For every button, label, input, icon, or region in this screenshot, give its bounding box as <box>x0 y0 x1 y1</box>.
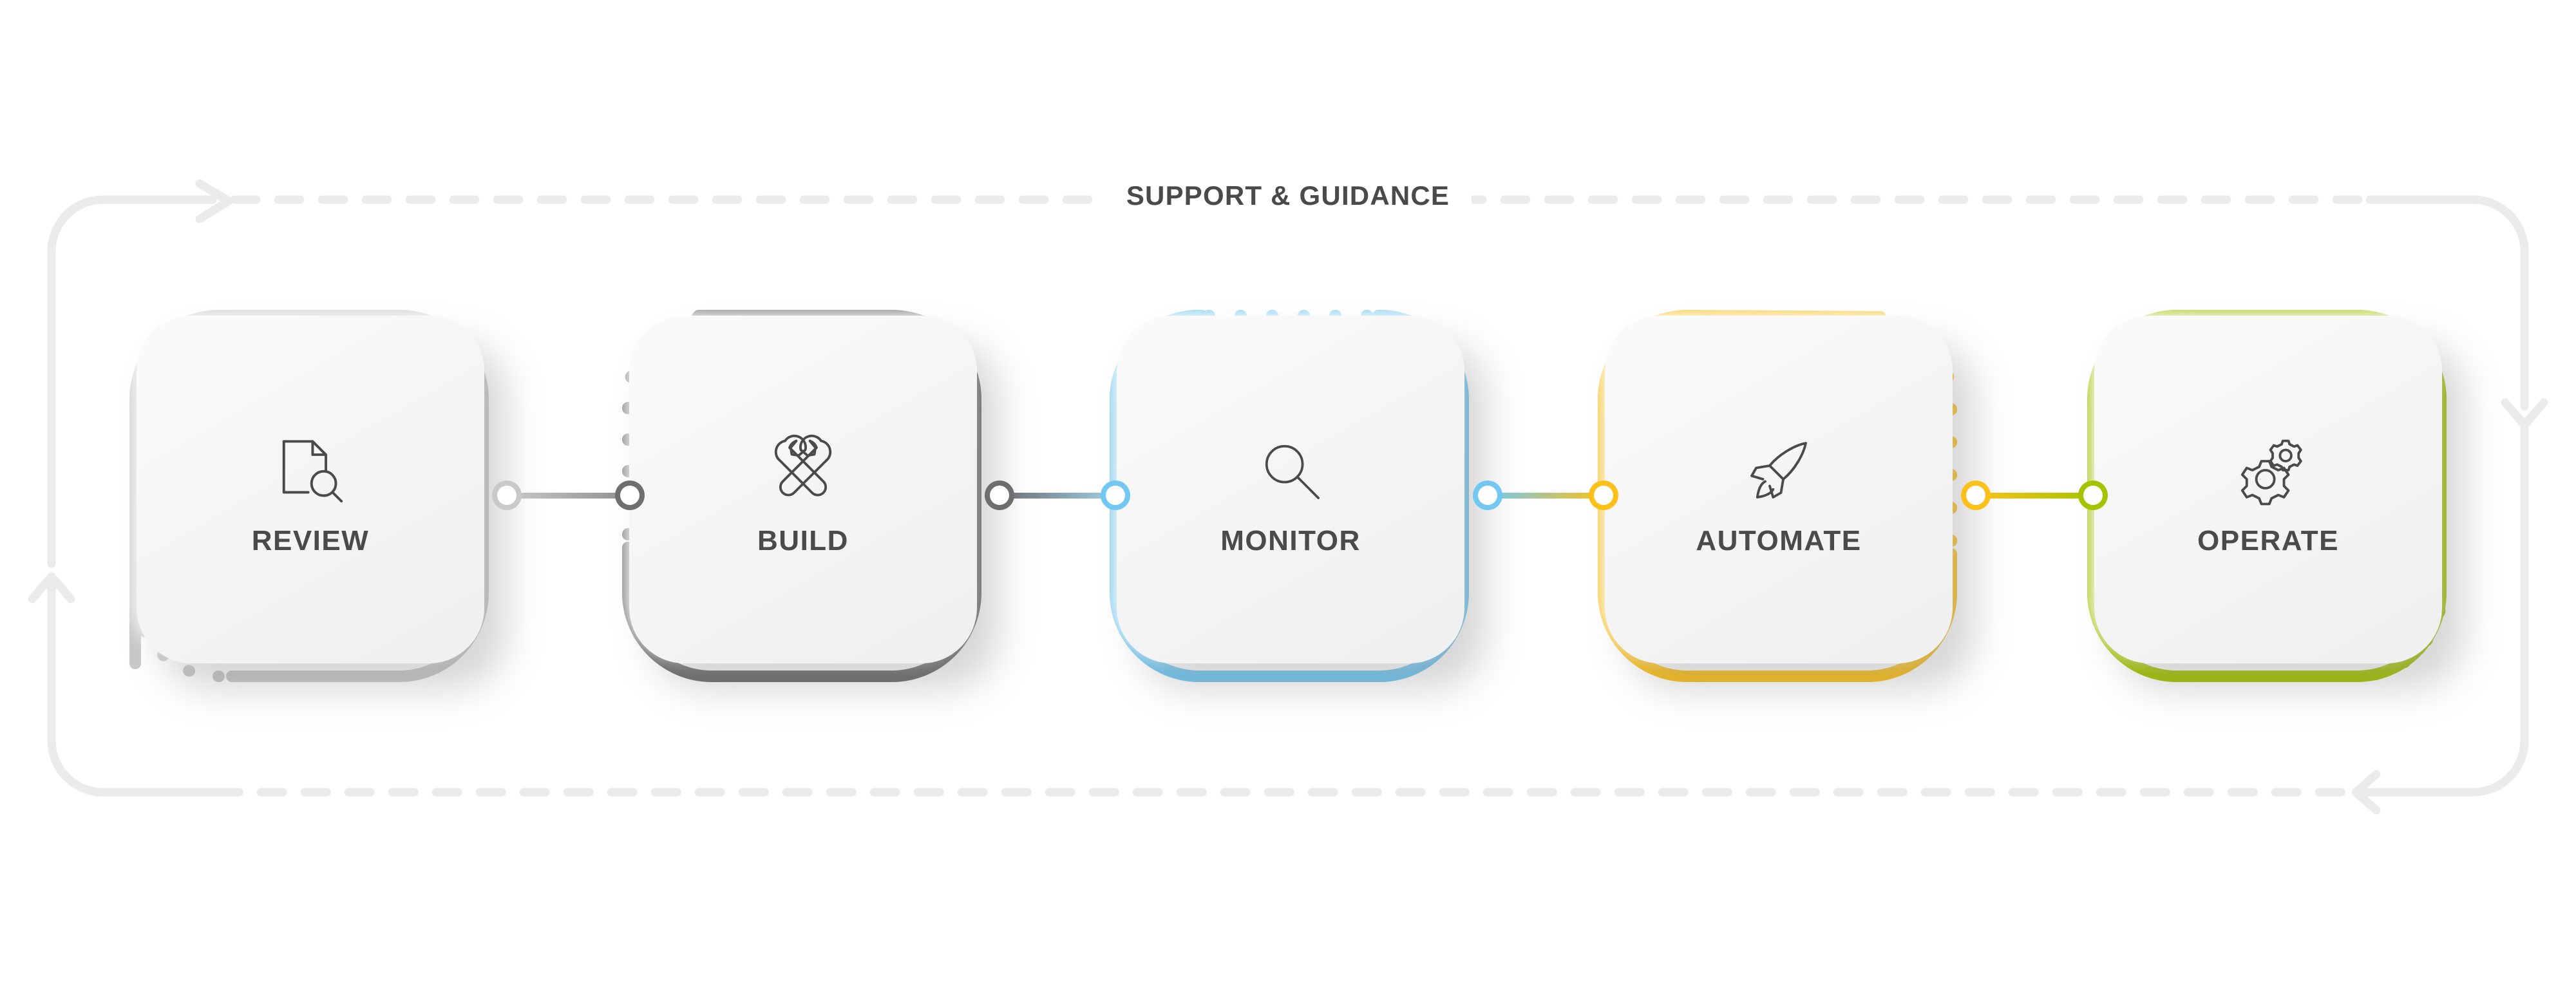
connector-node-left[interactable] <box>1961 480 1991 510</box>
step-tile-monitor[interactable]: MONITOR <box>1117 316 1464 663</box>
loop-title: SUPPORT & GUIDANCE <box>0 180 2576 211</box>
crossed-wrenches-icon <box>748 422 858 518</box>
connector-line <box>999 493 1115 499</box>
step-tile-operate[interactable]: OPERATE <box>2094 316 2442 663</box>
connector-line <box>507 493 630 499</box>
connector-node-right[interactable] <box>2078 480 2108 510</box>
step-review[interactable]: REVIEW <box>97 277 522 715</box>
connector-line <box>1488 493 1604 499</box>
step-monitor[interactable]: MONITOR <box>1077 277 1502 715</box>
step-tile-review[interactable]: REVIEW <box>137 316 484 663</box>
connector-node-left[interactable] <box>492 480 522 510</box>
loop-title-text: SUPPORT & GUIDANCE <box>1104 180 1472 211</box>
step-label-automate: AUTOMATE <box>1696 525 1862 556</box>
connector-node-left[interactable] <box>1473 480 1502 510</box>
connector-build-monitor <box>985 480 1130 510</box>
step-label-operate: OPERATE <box>2197 525 2339 556</box>
magnifier-icon <box>1236 422 1345 518</box>
step-label-build: BUILD <box>757 525 849 556</box>
step-operate[interactable]: OPERATE <box>2054 277 2479 715</box>
connector-automate-operate <box>1961 480 2108 510</box>
step-build[interactable]: BUILD <box>589 277 1014 715</box>
step-label-monitor: MONITOR <box>1220 525 1361 556</box>
connector-node-right[interactable] <box>615 480 645 510</box>
step-tile-automate[interactable]: AUTOMATE <box>1605 316 1953 663</box>
connector-node-right[interactable] <box>1589 480 1618 510</box>
connector-node-left[interactable] <box>985 480 1014 510</box>
connector-node-right[interactable] <box>1101 480 1130 510</box>
step-tile-build[interactable]: BUILD <box>629 316 977 663</box>
connector-review-build <box>492 480 645 510</box>
step-label-review: REVIEW <box>251 525 370 556</box>
connector-line <box>1976 493 2093 499</box>
gears-icon <box>2213 422 2323 518</box>
rocket-icon <box>1724 422 1833 518</box>
connector-monitor-automate <box>1473 480 1618 510</box>
document-search-icon <box>256 422 365 518</box>
step-automate[interactable]: AUTOMATE <box>1565 277 1990 715</box>
